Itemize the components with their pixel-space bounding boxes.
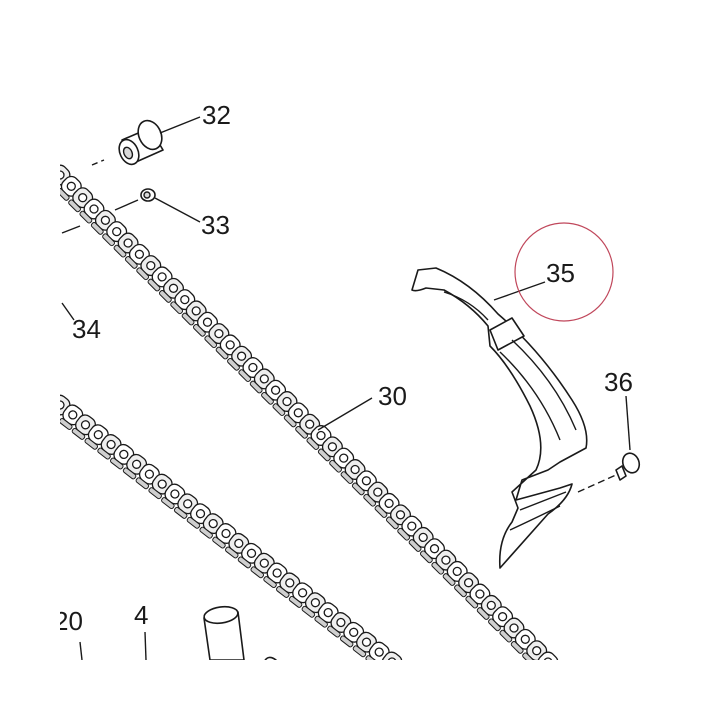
part-32-bushing bbox=[91, 119, 164, 166]
leader-lines bbox=[61, 116, 631, 661]
chain-link bbox=[283, 402, 309, 428]
callout-33: 33 bbox=[201, 210, 230, 240]
highlight-circle bbox=[514, 222, 614, 322]
callout-34: 34 bbox=[72, 314, 101, 344]
roller-chain-lower bbox=[46, 394, 403, 678]
callout-35: 35 bbox=[546, 258, 575, 288]
part-30-roller-chain-upper bbox=[45, 164, 559, 677]
chain-link bbox=[71, 414, 96, 440]
chain-link bbox=[204, 323, 230, 349]
part-36-bolt bbox=[577, 452, 641, 493]
part-33-washer bbox=[61, 188, 156, 234]
part-35-chain-guide bbox=[411, 267, 588, 569]
callout-30: 30 bbox=[378, 381, 407, 411]
chain-link bbox=[306, 425, 332, 451]
callout-36: 36 bbox=[604, 367, 633, 397]
chain-link bbox=[352, 631, 377, 658]
callout-4: 4 bbox=[134, 600, 148, 630]
chain-link bbox=[158, 277, 184, 303]
left-edge-mask bbox=[0, 0, 60, 720]
chain-link bbox=[510, 628, 536, 654]
part-4-shaft bbox=[203, 605, 277, 663]
chain-link bbox=[68, 187, 94, 213]
callout-32: 32 bbox=[202, 100, 231, 130]
bottom-edge-mask bbox=[0, 660, 720, 720]
